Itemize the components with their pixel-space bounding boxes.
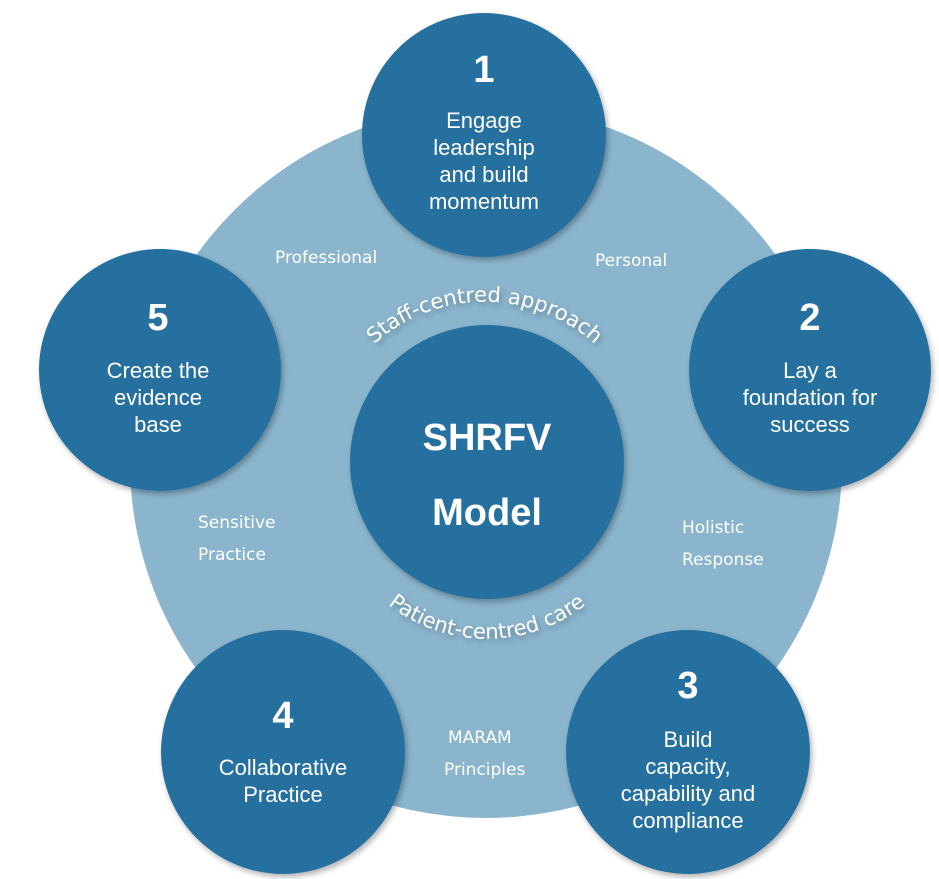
- step-label-line: and build: [439, 162, 528, 187]
- step-label-line: Engage: [446, 108, 522, 133]
- step-label-line: momentum: [429, 189, 539, 214]
- ring-label-sensitive: Sensitive: [198, 513, 276, 533]
- ring-label-holistic: Holistic: [682, 518, 744, 538]
- center-subtitle: Model: [432, 492, 542, 534]
- step-number: 4: [272, 695, 293, 737]
- ring-label-principles: Principles: [444, 760, 525, 780]
- step-label-line: Create the: [107, 358, 210, 383]
- ring-label-response: Response: [682, 550, 764, 570]
- center-title: SHRFV: [423, 417, 552, 459]
- center-circle: [350, 325, 624, 599]
- step-label-line: capacity,: [645, 754, 730, 779]
- step-label-line: evidence: [114, 385, 202, 410]
- ring-label-personal: Personal: [595, 251, 667, 271]
- step-3: 3 Build capacity, capability and complia…: [566, 630, 810, 874]
- step-label-line: Practice: [243, 782, 322, 807]
- step-label-line: success: [770, 412, 849, 437]
- step-label-line: Build: [664, 727, 713, 752]
- step-number: 2: [799, 297, 820, 339]
- step-label-line: base: [134, 412, 182, 437]
- step-5: 5 Create the evidence base: [39, 249, 281, 491]
- step-2: 2 Lay a foundation for success: [689, 249, 931, 491]
- step-number: 1: [473, 49, 494, 91]
- step-label-line: compliance: [632, 808, 743, 833]
- step-label-line: capability and: [621, 781, 756, 806]
- step-label-line: Collaborative: [219, 755, 347, 780]
- step-1: 1 Engage leadership and build momentum: [362, 13, 606, 257]
- step-label-line: leadership: [433, 135, 535, 160]
- step-4: 4 Collaborative Practice: [161, 630, 405, 874]
- step-label-line: foundation for: [743, 385, 878, 410]
- step-label-line: Lay a: [783, 358, 838, 383]
- ring-label-professional: Professional: [275, 248, 377, 268]
- ring-label-practice: Practice: [198, 545, 266, 565]
- step-number: 5: [147, 297, 168, 339]
- ring-label-maram: MARAM: [448, 728, 512, 748]
- step-number: 3: [677, 665, 698, 707]
